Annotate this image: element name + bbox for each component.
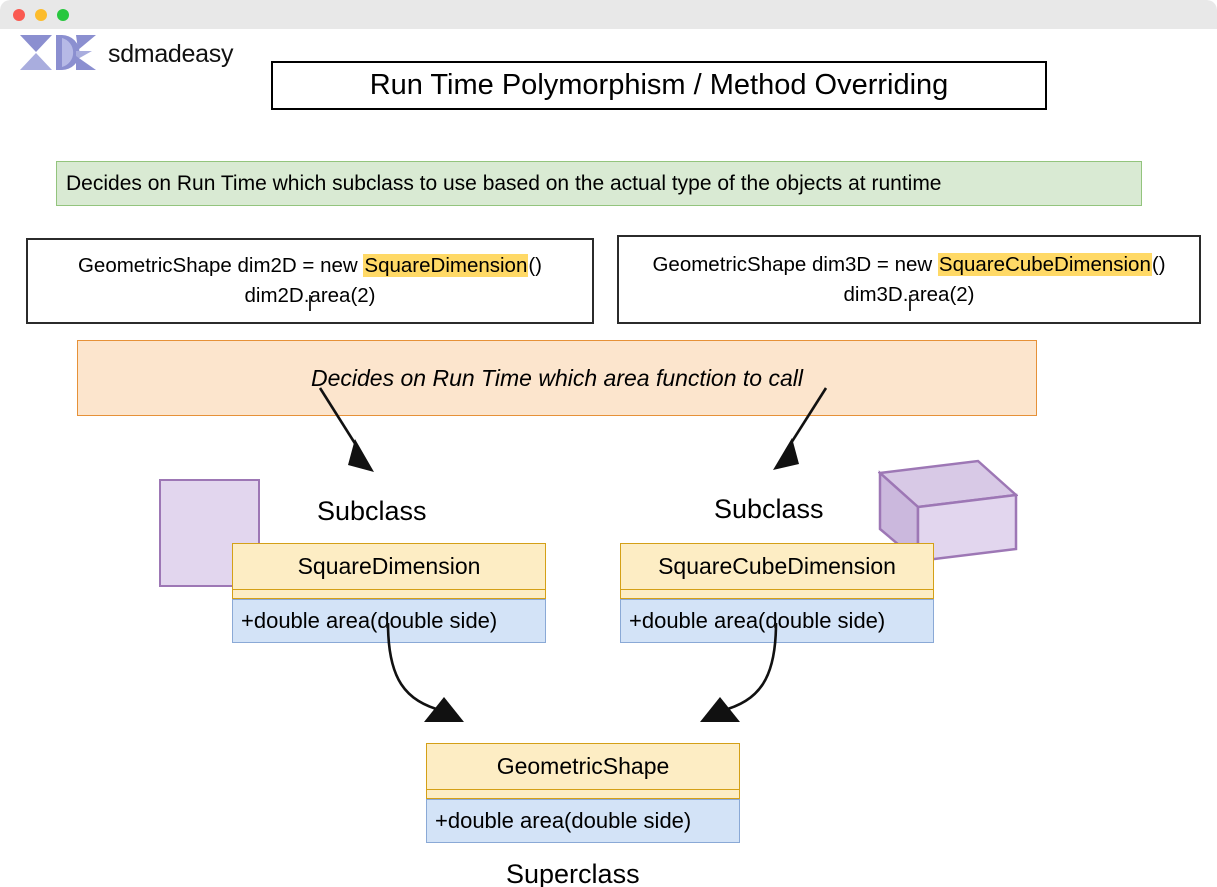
label-superclass: Superclass bbox=[506, 859, 640, 887]
uml-class-name: GeometricShape bbox=[426, 743, 740, 790]
code-highlight-class: SquareDimension bbox=[363, 254, 529, 278]
code-highlight-class: SquareCubeDimension bbox=[937, 252, 1152, 276]
runtime-description-banner: Decides on Run Time which subclass to us… bbox=[56, 161, 1142, 206]
label-subclass-right: Subclass bbox=[714, 494, 824, 524]
page-title: Run Time Polymorphism / Method Overridin… bbox=[369, 69, 949, 101]
uml-class-method: +double area(double side) bbox=[232, 599, 546, 643]
code-line-1: GeometricShape dim2D = new SquareDimensi… bbox=[78, 251, 542, 281]
page-title-box: Run Time Polymorphism / Method Overridin… bbox=[271, 61, 1047, 110]
runtime-description-text: Decides on Run Time which subclass to us… bbox=[66, 171, 942, 195]
uml-class-name: SquareCubeDimension bbox=[620, 543, 934, 590]
window-maximize-button[interactable] bbox=[57, 9, 69, 21]
window-minimize-button[interactable] bbox=[35, 9, 47, 21]
uml-class-square-cube-dimension: SquareCubeDimension +double area(double … bbox=[620, 543, 934, 643]
code-text-before: GeometricShape dim3D = new bbox=[652, 252, 938, 276]
code-snippet-2d: GeometricShape dim2D = new SquareDimensi… bbox=[26, 238, 594, 324]
window-titlebar bbox=[0, 0, 1217, 30]
uml-class-square-dimension: SquareDimension +double area(double side… bbox=[232, 543, 546, 643]
dispatch-description-text: Decides on Run Time which area function … bbox=[311, 364, 803, 391]
uml-separator bbox=[620, 590, 934, 599]
window-close-button[interactable] bbox=[13, 9, 25, 21]
code-line-1: GeometricShape dim3D = new SquareCubeDim… bbox=[652, 250, 1166, 280]
code-line-2: dim2D.area(2) bbox=[244, 284, 376, 307]
dispatch-description-banner: Decides on Run Time which area function … bbox=[77, 340, 1037, 416]
code-text-before: GeometricShape dim2D = new bbox=[77, 254, 364, 278]
uml-separator bbox=[426, 790, 740, 799]
brand: sdmadeasy bbox=[18, 32, 233, 76]
uml-class-method: +double area(double side) bbox=[620, 599, 934, 643]
uml-class-name: SquareDimension bbox=[232, 543, 546, 590]
code-snippet-3d: GeometricShape dim3D = new SquareCubeDim… bbox=[617, 235, 1201, 324]
uml-class-method: +double area(double side) bbox=[426, 799, 740, 843]
code-line-2: dim3D.area(2) bbox=[843, 282, 975, 306]
label-subclass-left: Subclass bbox=[317, 496, 427, 526]
uml-class-geometric-shape: GeometricShape +double area(double side) bbox=[426, 743, 740, 843]
uml-separator bbox=[232, 590, 546, 599]
sdmadeasy-logo-icon bbox=[20, 35, 96, 70]
code-text-after: () bbox=[528, 254, 543, 278]
diagram-canvas: sdmadeasy Run Time Polymorphism / Method… bbox=[0, 29, 1217, 887]
brand-name: sdmadeasy bbox=[108, 39, 234, 68]
code-text-after: () bbox=[1151, 252, 1166, 276]
